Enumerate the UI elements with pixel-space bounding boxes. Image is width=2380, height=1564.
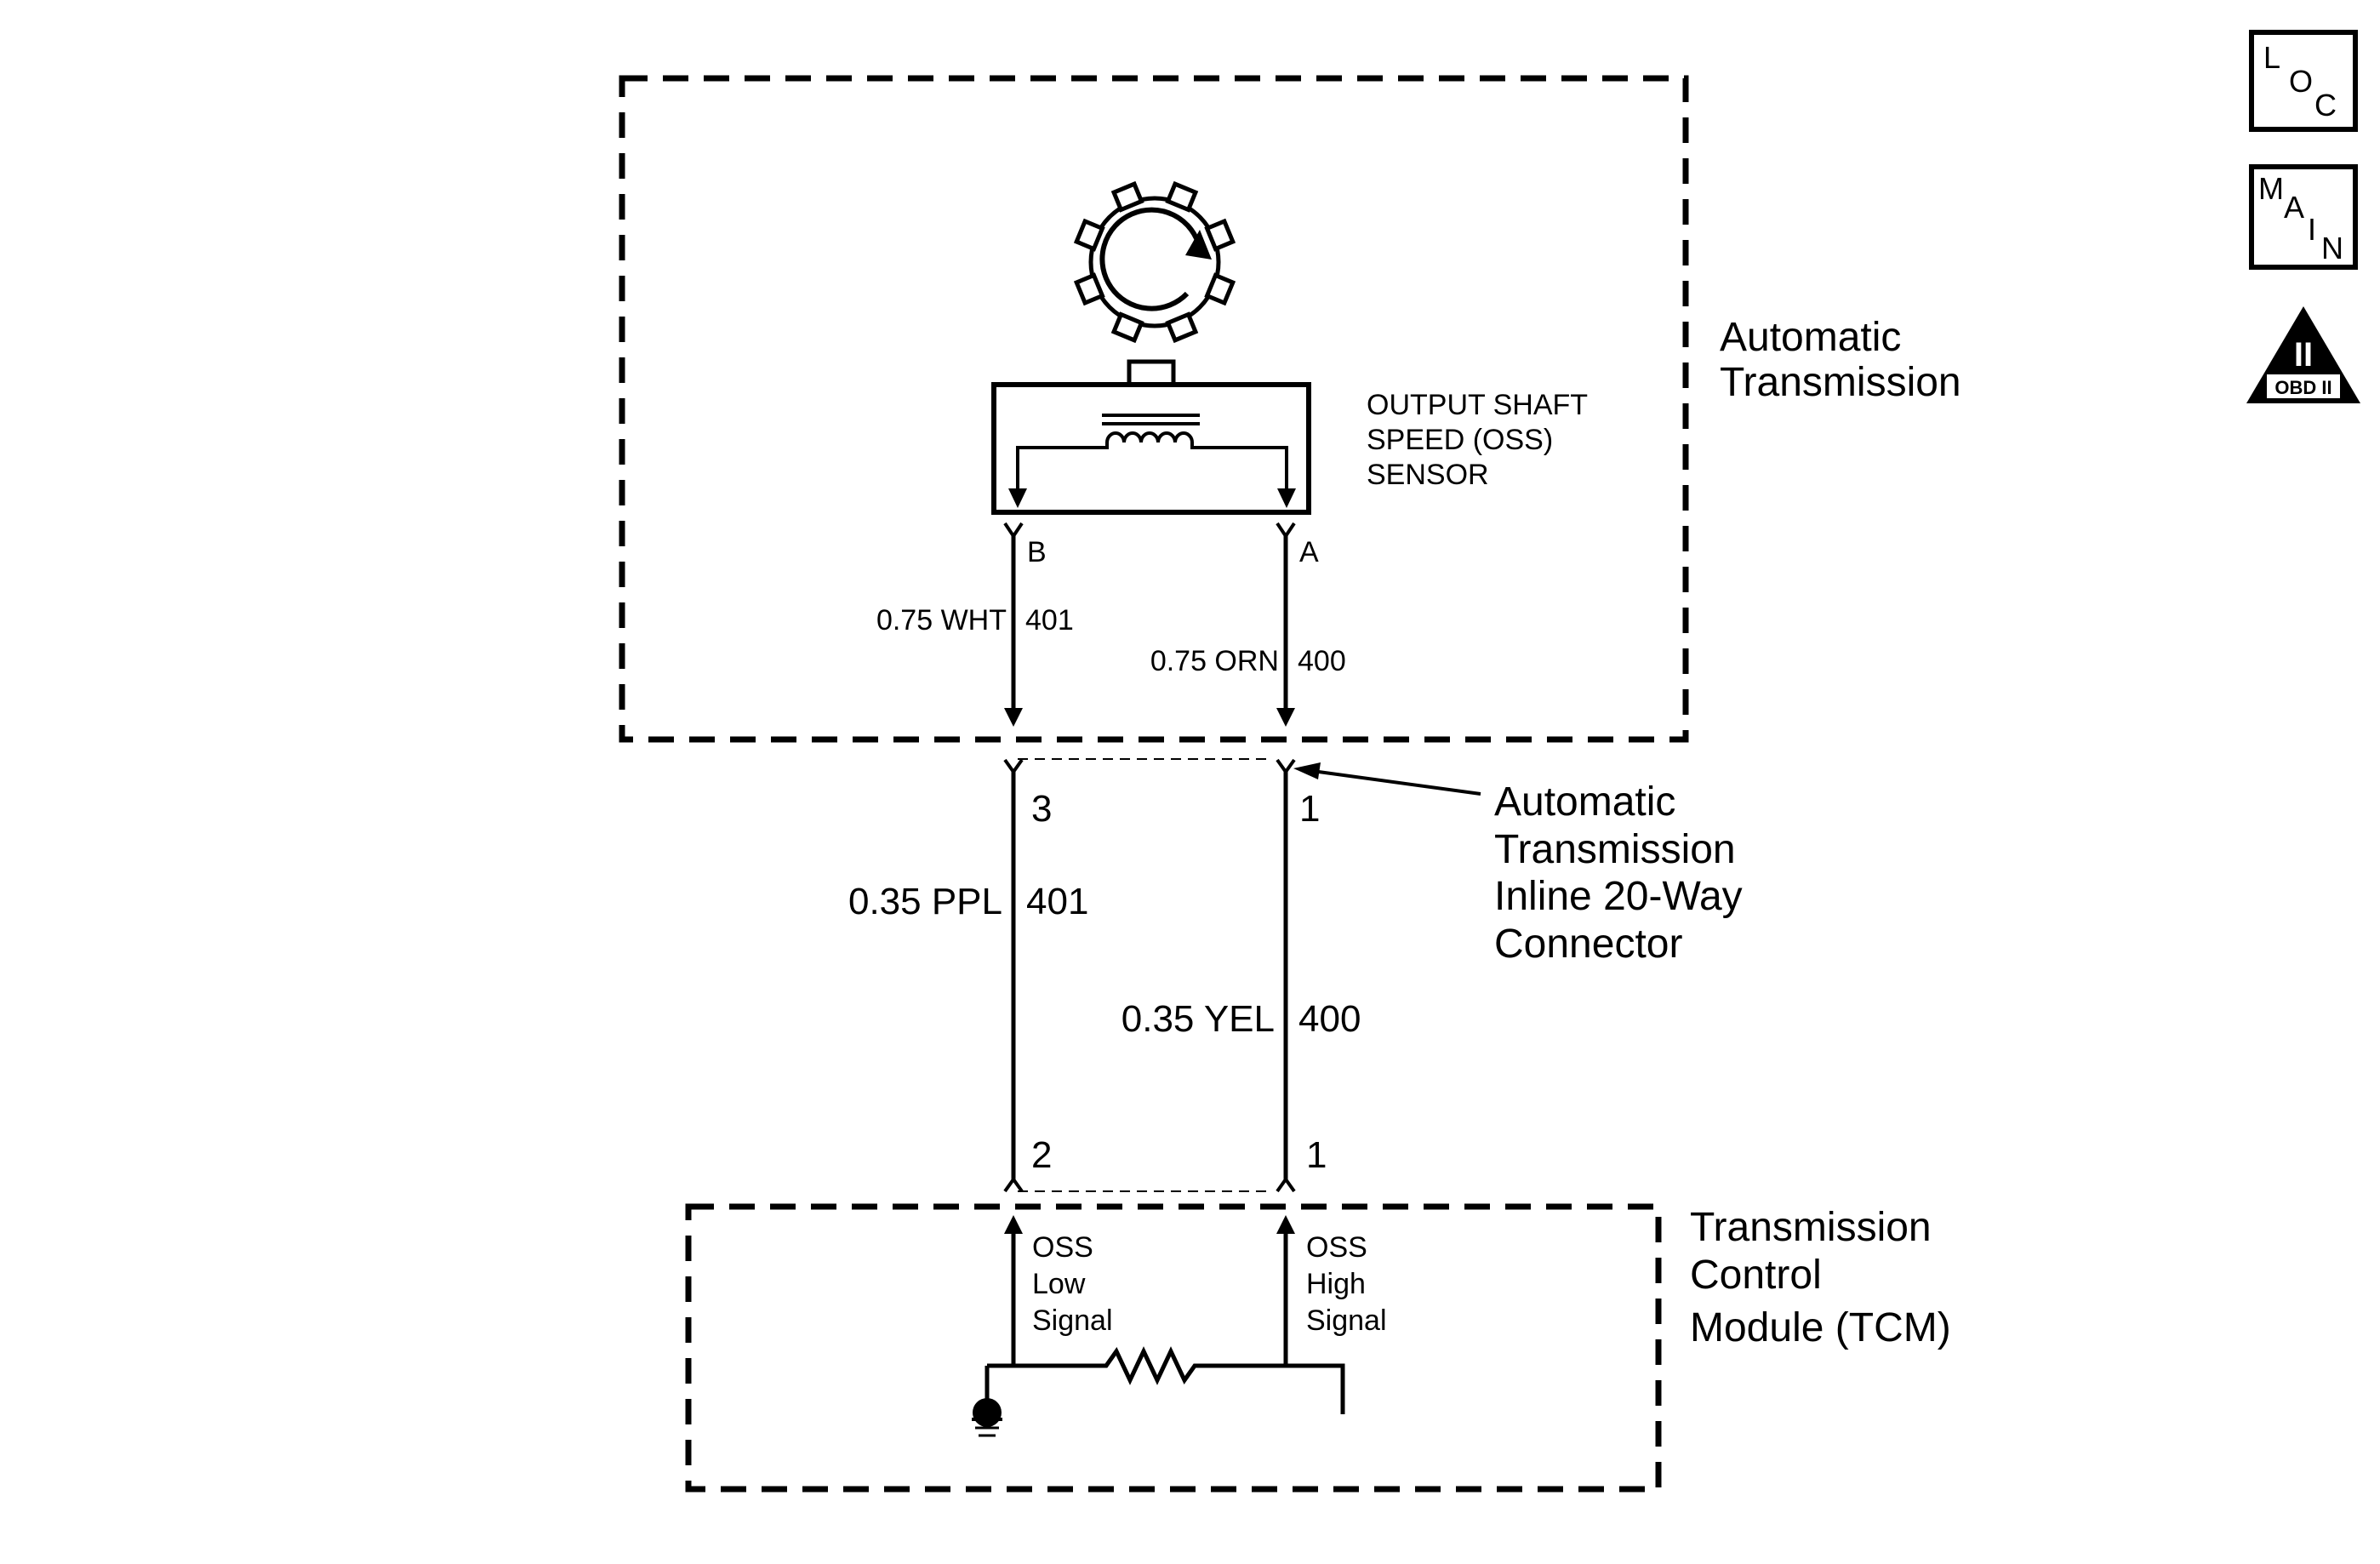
gear-tooth xyxy=(1165,311,1199,344)
inline-connector-label: Inline 20-Way xyxy=(1494,874,1743,919)
circuit-number-lower-right: 400 xyxy=(1298,998,1361,1040)
inline-connector-label: Transmission xyxy=(1494,827,1736,872)
connector-terminal-bottom-left xyxy=(1003,1176,1024,1193)
oss-high-signal-label: High xyxy=(1306,1268,1366,1300)
connector-pin-bottom-left: 2 xyxy=(1031,1134,1052,1176)
resistor xyxy=(987,1346,1345,1414)
pickup-coil xyxy=(1016,431,1288,494)
automatic-transmission-label: Transmission xyxy=(1720,360,1961,405)
connector-pin-bottom-right: 1 xyxy=(1306,1134,1327,1176)
sensor-mount-stub xyxy=(1127,359,1176,387)
svg-text:L: L xyxy=(2263,40,2280,75)
wire-arrow xyxy=(1004,708,1023,727)
main-icon[interactable]: M A I N xyxy=(2249,164,2358,270)
wire-label-upper-right: 0.75 ORN xyxy=(1150,645,1279,677)
svg-text:A: A xyxy=(2284,190,2304,225)
oss-low-signal-label: Signal xyxy=(1032,1304,1113,1337)
gear-tooth xyxy=(1073,272,1105,306)
sensor-arrow xyxy=(1277,488,1296,508)
oss-sensor-label: OUTPUT SHAFT xyxy=(1367,389,1588,421)
oss-high-signal-label: OSS xyxy=(1306,1231,1367,1264)
wire-label-lower-right: 0.35 YEL xyxy=(1122,998,1275,1040)
oss-sensor-label: SENSOR xyxy=(1367,459,1489,491)
circuit-number-upper-left: 401 xyxy=(1025,604,1074,636)
gear-tooth xyxy=(1073,218,1105,252)
oss-low-signal-label: Low xyxy=(1032,1268,1086,1300)
sensor-arrow xyxy=(1008,488,1027,508)
connector-terminal-top-left xyxy=(1003,758,1024,775)
tcm-label: Transmission xyxy=(1690,1205,1932,1250)
automatic-transmission-label: Automatic xyxy=(1720,315,1901,360)
gear-tooth xyxy=(1110,180,1144,213)
inline-connector-label: Connector xyxy=(1494,922,1682,967)
oss-sensor-body xyxy=(991,382,1311,515)
gear-icon xyxy=(1073,180,1236,344)
connector-pointer-arrow xyxy=(1293,762,1321,779)
tcm-label: Control xyxy=(1690,1253,1822,1298)
oss-low-signal-label: OSS xyxy=(1032,1231,1093,1264)
connector-terminal-top-right xyxy=(1276,758,1296,775)
inline-connector-label: Automatic xyxy=(1494,779,1675,825)
input-arrow-high xyxy=(1276,1215,1295,1234)
connector-pin-top-right: 1 xyxy=(1299,788,1320,830)
wire-label-upper-left: 0.75 WHT xyxy=(876,604,1007,636)
automatic-transmission-boundary xyxy=(619,75,1689,743)
oss-high-signal-label: Signal xyxy=(1306,1304,1387,1337)
svg-text:II: II xyxy=(2294,336,2313,374)
circuit-number-lower-left: 401 xyxy=(1026,881,1088,922)
pin-label-a: A xyxy=(1299,536,1319,568)
terminal-b xyxy=(1003,522,1024,539)
connector-pointer-line xyxy=(1305,768,1481,796)
oss-sensor-label: SPEED (OSS) xyxy=(1367,424,1553,456)
gear-tooth xyxy=(1204,218,1236,252)
tcm-label: Module (TCM) xyxy=(1690,1305,1951,1350)
svg-text:OBD II: OBD II xyxy=(2274,377,2331,398)
svg-text:C: C xyxy=(2314,88,2337,123)
input-arrow-low xyxy=(1004,1215,1023,1234)
svg-text:N: N xyxy=(2321,231,2343,265)
gear-tooth xyxy=(1204,272,1236,306)
wire-label-lower-left: 0.35 PPL xyxy=(848,881,1002,922)
gear-tooth xyxy=(1165,180,1199,213)
loc-icon[interactable]: L O C xyxy=(2249,30,2358,132)
svg-text:I: I xyxy=(2308,212,2316,247)
connector-terminal-bottom-right xyxy=(1276,1176,1296,1193)
terminal-a xyxy=(1276,522,1296,539)
circuit-number-upper-right: 400 xyxy=(1298,645,1346,677)
tcm-boundary xyxy=(685,1203,1662,1493)
connector-pin-top-left: 3 xyxy=(1031,788,1052,830)
obd-ii-icon[interactable]: II OBD II xyxy=(2246,306,2360,403)
svg-text:O: O xyxy=(2289,64,2313,99)
gear-tooth xyxy=(1110,311,1144,344)
svg-text:M: M xyxy=(2258,171,2284,206)
pin-label-b: B xyxy=(1027,536,1047,568)
ground-icon xyxy=(972,1398,1002,1437)
wire-arrow xyxy=(1276,708,1295,727)
